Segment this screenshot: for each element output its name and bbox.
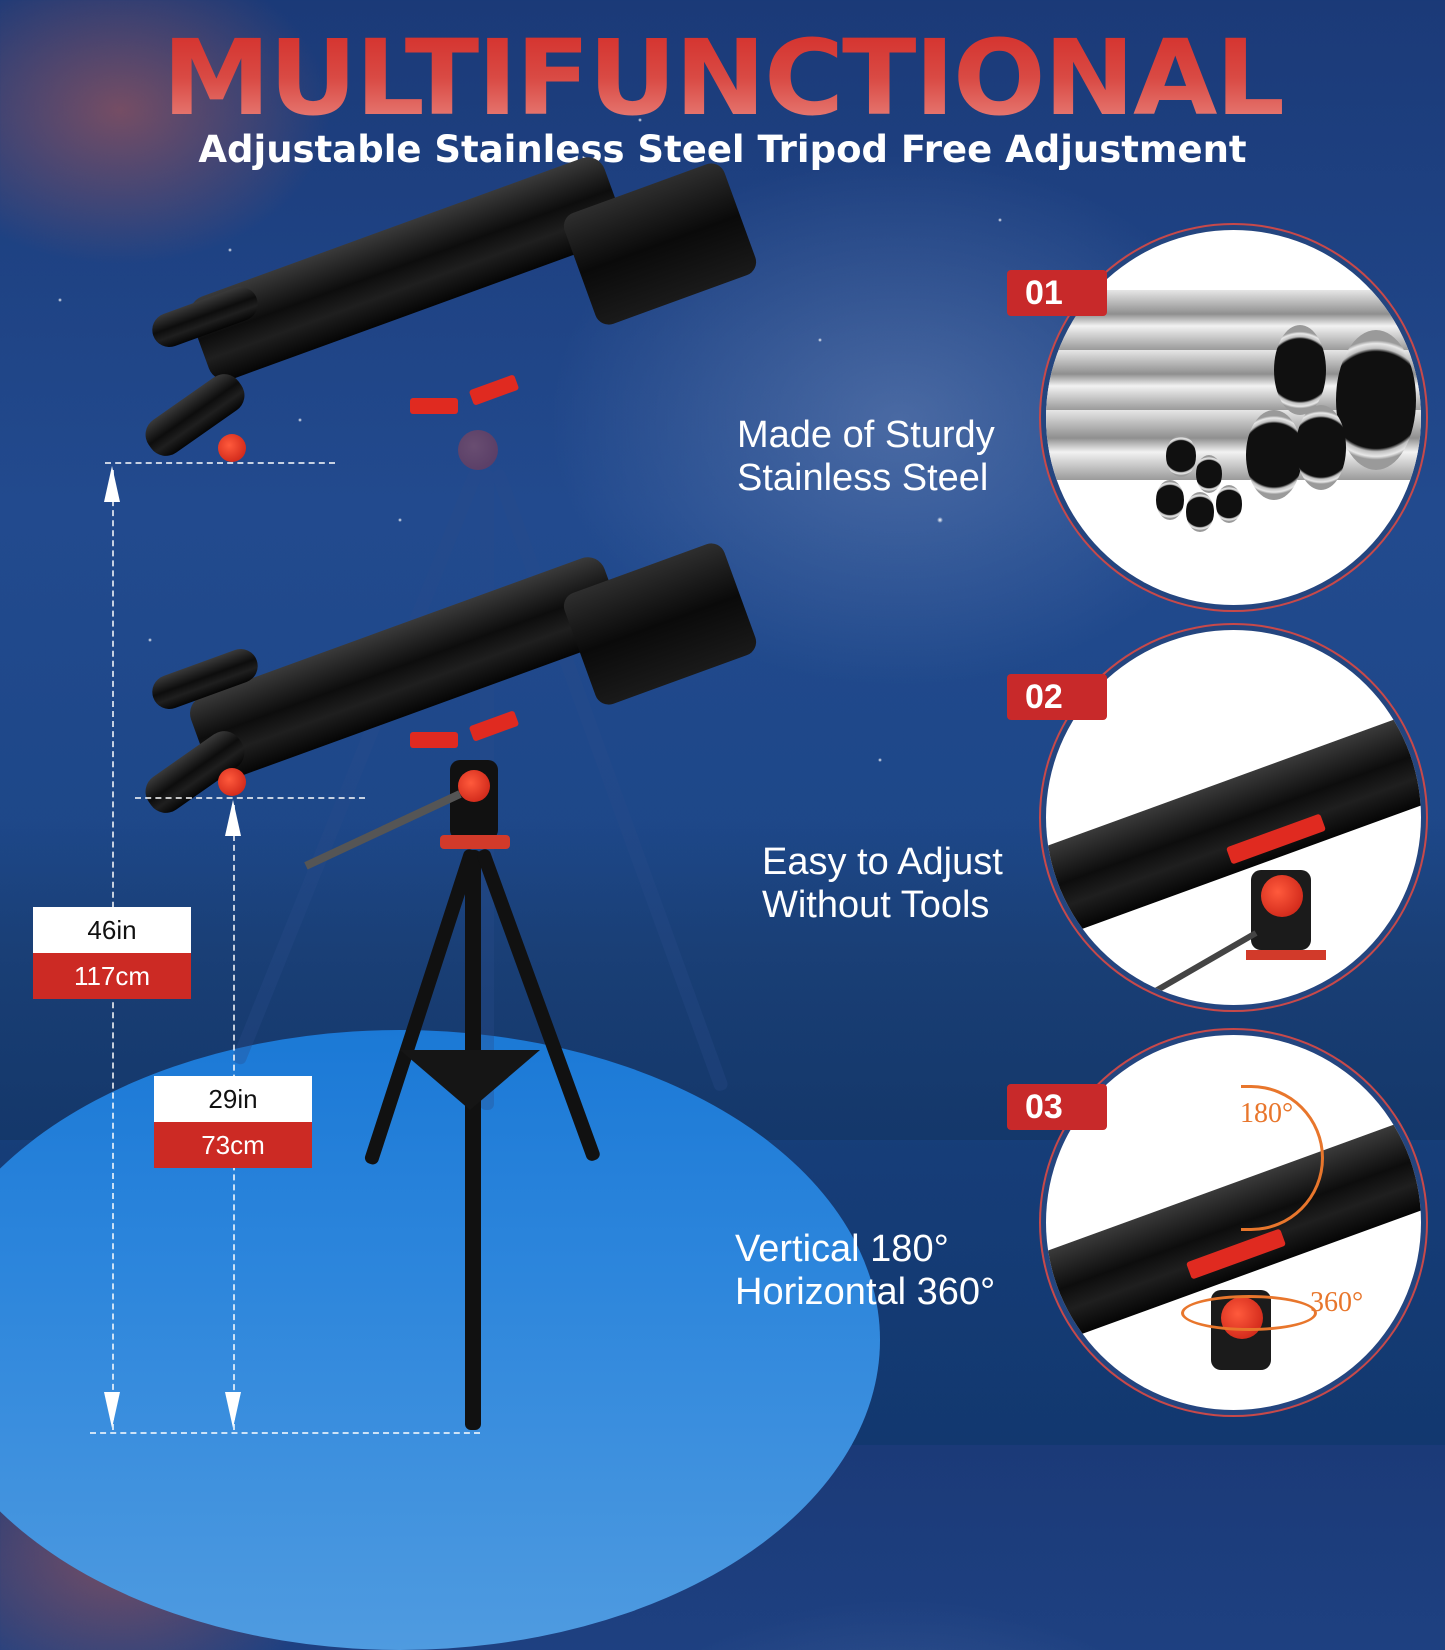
compact-height-guide <box>135 797 365 799</box>
headline-title: MULTIFUNCTIONAL <box>0 18 1445 138</box>
max-height-label: 46in 117cm <box>33 907 191 999</box>
feature-03-text: Vertical 180° Horizontal 360° <box>735 1228 996 1313</box>
feature-02-text: Easy to Adjust Without Tools <box>762 841 1003 926</box>
feature-01-image-stainless-steel <box>1046 230 1421 605</box>
max-height-cm: 117cm <box>33 953 191 999</box>
ground-line <box>90 1432 480 1434</box>
headline-subtitle: Adjustable Stainless Steel Tripod Free A… <box>198 128 1247 171</box>
feature-02-badge: 02 <box>1007 674 1107 720</box>
arrow-up-icon <box>104 466 120 502</box>
rotation-180-label: 180° <box>1240 1098 1294 1129</box>
max-height-inches: 46in <box>33 907 191 953</box>
min-height-cm: 73cm <box>154 1122 312 1168</box>
top-height-guide <box>105 462 335 464</box>
feature-01-text: Made of Sturdy Stainless Steel <box>737 414 995 499</box>
min-height-inches: 29in <box>154 1076 312 1122</box>
arrow-up-icon <box>225 800 241 836</box>
feature-03-badge: 03 <box>1007 1084 1107 1130</box>
feature-02-image-mount <box>1046 630 1421 1005</box>
feature-01-badge: 01 <box>1007 270 1107 316</box>
telescope-compact-image <box>0 0 800 1445</box>
rotation-360-label: 360° <box>1310 1287 1364 1318</box>
min-height-label: 29in 73cm <box>154 1076 312 1168</box>
arrow-down-icon <box>104 1392 120 1428</box>
feature-03-image-rotation <box>1046 1035 1421 1410</box>
arrow-down-icon <box>225 1392 241 1428</box>
